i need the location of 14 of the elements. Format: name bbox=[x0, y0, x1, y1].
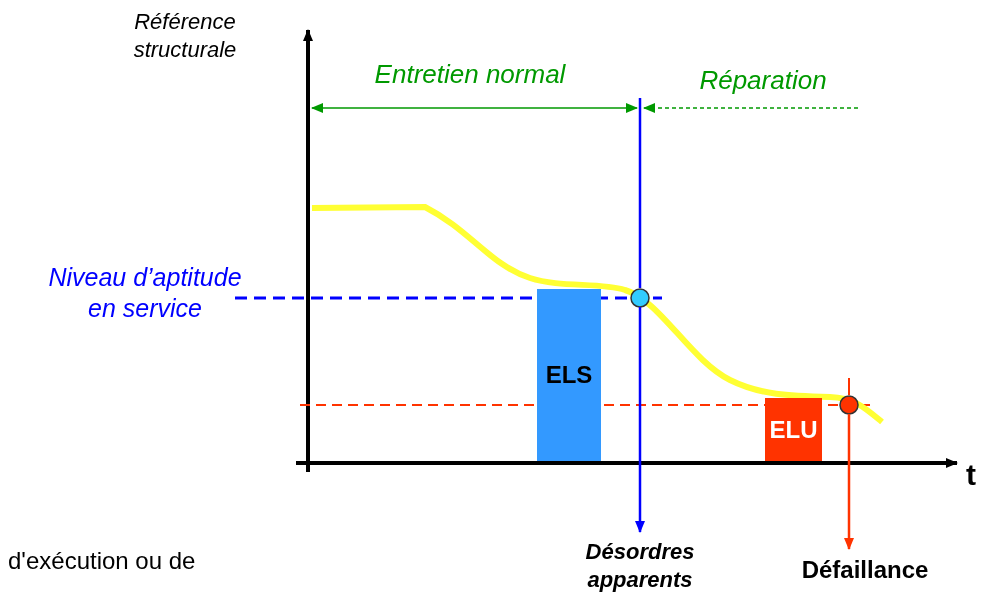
axis-title: Référence structurale bbox=[132, 8, 238, 63]
level-label: Niveau d’aptitude en service bbox=[47, 262, 243, 325]
circle-marker bbox=[630, 288, 650, 308]
text-label: Désordres apparents bbox=[560, 538, 720, 593]
bar: ELS bbox=[537, 289, 601, 461]
circle-marker bbox=[839, 395, 859, 415]
period-label: Entretien normal bbox=[373, 58, 567, 91]
text-fragment: d'exécution ou de bbox=[8, 546, 197, 576]
arrow bbox=[635, 307, 645, 533]
axis-title: t bbox=[966, 457, 977, 493]
text-label: Défaillance bbox=[780, 555, 950, 585]
arrow bbox=[844, 414, 854, 550]
bar: ELU bbox=[765, 398, 822, 461]
period-label: Réparation bbox=[698, 64, 828, 97]
